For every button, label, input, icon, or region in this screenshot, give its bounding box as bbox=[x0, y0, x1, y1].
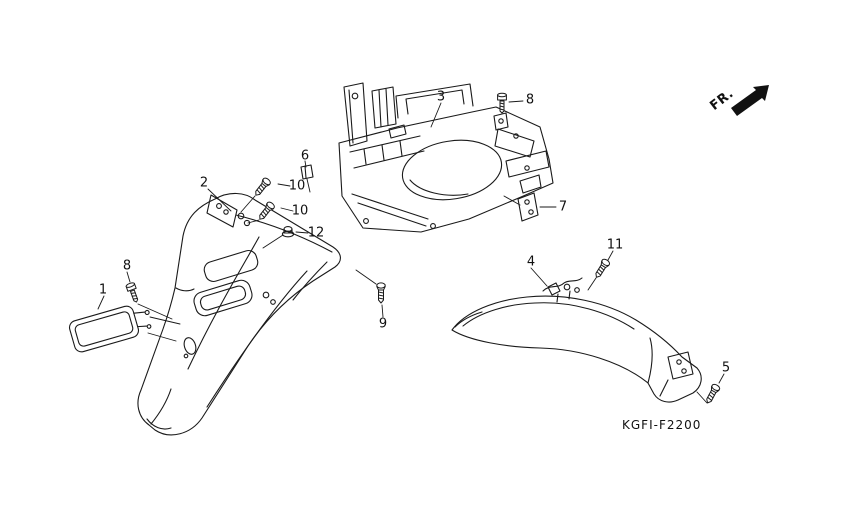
part-label-12: 12 bbox=[307, 225, 325, 241]
diagram-code: KGFI-F2200 bbox=[622, 418, 702, 432]
part-label-10: 10 bbox=[291, 203, 309, 219]
part-label-5: 5 bbox=[721, 360, 731, 376]
leader-lines bbox=[97, 100, 725, 384]
bolt-8-top bbox=[497, 92, 507, 114]
part-label-1: 1 bbox=[98, 282, 108, 298]
fasteners bbox=[125, 92, 722, 406]
part-label-4: 4 bbox=[526, 254, 536, 270]
clip-part-6 bbox=[300, 164, 314, 180]
fr-arrow-icon bbox=[731, 85, 769, 116]
bracket-part-7 bbox=[517, 192, 539, 222]
reflector-lens bbox=[68, 305, 152, 353]
part-label-10: 10 bbox=[288, 178, 306, 194]
screw-5 bbox=[703, 382, 722, 406]
assembly-lines bbox=[137, 178, 708, 404]
screw-9 bbox=[376, 282, 386, 304]
part-label-11: 11 bbox=[606, 237, 624, 253]
screw-11 bbox=[592, 257, 612, 281]
flange-nut-part-12 bbox=[281, 226, 295, 238]
mudguard-wiring-clips bbox=[542, 277, 583, 303]
collar-under-bolt-8 bbox=[493, 112, 509, 131]
bolt-8-left bbox=[125, 281, 142, 305]
fender-mount-flange bbox=[206, 194, 238, 228]
part-label-3: 3 bbox=[436, 89, 446, 105]
rear-fender-body bbox=[137, 192, 341, 436]
part-label-8: 8 bbox=[525, 92, 535, 108]
screw-10-a bbox=[252, 176, 273, 199]
part-label-9: 9 bbox=[378, 316, 388, 332]
part-label-2: 2 bbox=[199, 175, 209, 191]
carrier-tray bbox=[338, 82, 554, 233]
fender-recess-lower bbox=[193, 279, 253, 317]
part-label-6: 6 bbox=[300, 148, 310, 164]
part-label-8: 8 bbox=[122, 258, 132, 274]
part-label-7: 7 bbox=[558, 199, 568, 215]
rear-mudguard bbox=[451, 277, 702, 403]
fender-recess-upper bbox=[203, 249, 259, 283]
